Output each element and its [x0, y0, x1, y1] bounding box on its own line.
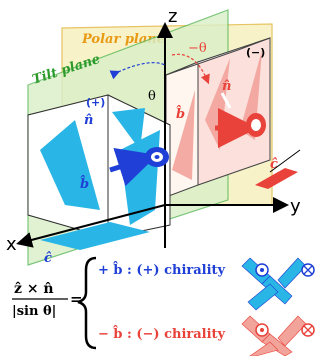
x-axis — [16, 204, 166, 248]
c-hat-plus-label: ĉ — [44, 251, 52, 266]
plus-sign: (+) — [86, 96, 105, 109]
formula-equals: = — [70, 290, 83, 308]
axes: z y x — [6, 6, 301, 255]
n-hat-plus-label: n̂ — [84, 113, 93, 128]
theta-arc — [109, 62, 166, 80]
minus-case: − b̂ : (−) chirality — [98, 325, 226, 342]
minus-sign: (−) — [246, 46, 265, 59]
b-hat-minus-label: b̂ — [176, 105, 185, 122]
plus-chirality-icon — [241, 257, 315, 311]
plus-box-vectors: (+) n̂ b̂ — [78, 96, 169, 192]
theta-label: θ — [148, 89, 156, 104]
chirality-formula: ẑ × n̂ |sin θ| = + b̂ : (+) chirality − … — [12, 256, 226, 350]
y-axis-label: y — [290, 196, 301, 217]
minus-theta-arc — [171, 53, 210, 85]
c-hat-minus-label: ĉ — [270, 157, 278, 172]
c-hat-plus: ĉ — [40, 222, 150, 266]
plus-case: + b̂ : (+) chirality — [98, 261, 226, 278]
n-hat-plus-arrow — [78, 107, 98, 133]
n-hat-minus-label: n̂ — [222, 79, 231, 94]
formula-numerator: ẑ × n̂ — [14, 281, 54, 297]
minus-theta-label: −θ — [188, 41, 207, 56]
x-axis-label: x — [6, 234, 17, 255]
z-axis-label: z — [168, 6, 177, 27]
formula-denominator: |sin θ| — [12, 304, 56, 319]
plus-chirality-box — [27, 94, 171, 239]
b-hat-plus-label: b̂ — [80, 175, 89, 192]
minus-chirality-icon — [241, 315, 315, 356]
angle-annotations: θ −θ — [109, 41, 210, 104]
b-hat-plus-arrow — [109, 147, 158, 187]
brace — [77, 256, 97, 350]
minus-box-vectors: (−) n̂ b̂ ĉ — [176, 46, 301, 189]
